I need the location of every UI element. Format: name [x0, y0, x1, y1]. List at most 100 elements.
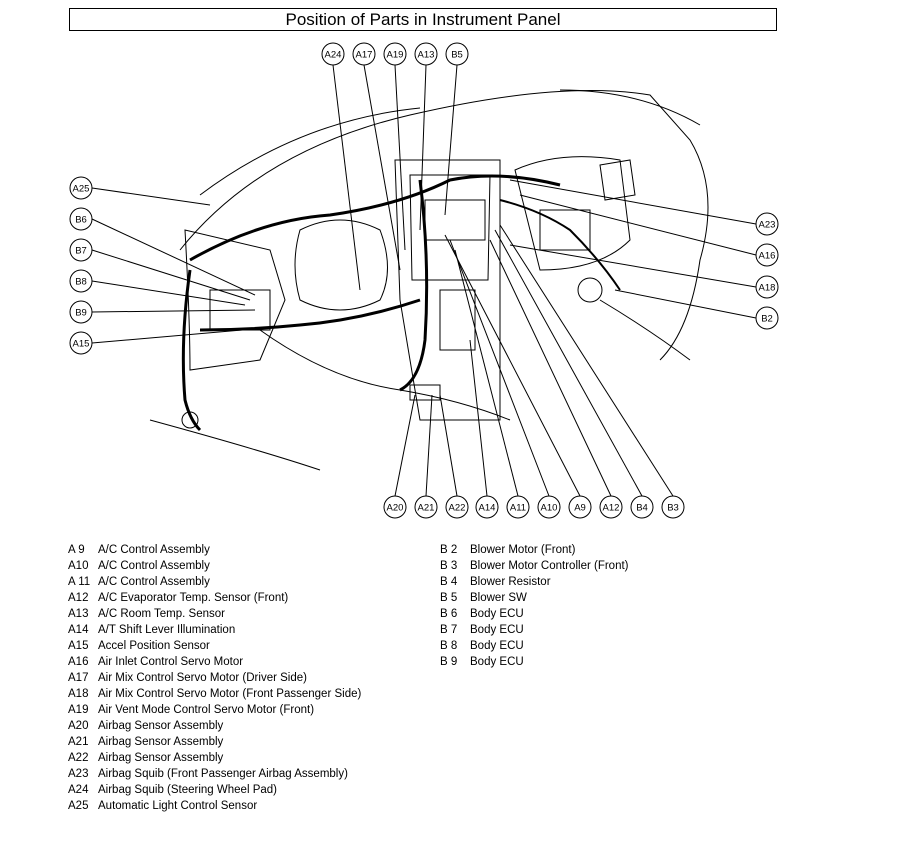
- legend-name: A/C Room Temp. Sensor: [98, 608, 225, 620]
- dash-outline: [179, 90, 709, 361]
- legend-name: Body ECU: [470, 640, 524, 652]
- callout-circle: [69, 269, 93, 293]
- leader-line-a18: [509, 244, 757, 288]
- leader-line-a24: [332, 64, 361, 291]
- callout-a17: A17: [352, 42, 376, 66]
- callout-a14: A14: [475, 495, 499, 519]
- leader-line-a16: [519, 194, 757, 256]
- right-bottom: [599, 299, 691, 361]
- legend-name: Air Mix Control Servo Motor (Front Passe…: [98, 688, 362, 700]
- legend-code: A13: [68, 608, 89, 620]
- leader-line-a22: [439, 394, 458, 497]
- callout-a21: A21: [414, 495, 438, 519]
- callout-b4: B4: [630, 495, 654, 519]
- leader-line-a9: [444, 234, 581, 497]
- harness-center: [399, 179, 429, 392]
- callout-label: A23: [759, 220, 776, 231]
- callout-a16: A16: [755, 243, 779, 267]
- leader-line-b2: [614, 289, 757, 319]
- callout-label: A20: [387, 503, 404, 514]
- callout-a24: A24: [321, 42, 345, 66]
- windshield-line-right: [559, 89, 701, 126]
- callout-circle: [69, 331, 93, 355]
- legend-name: Airbag Sensor Assembly: [98, 752, 224, 764]
- legend-code: A25: [68, 800, 89, 812]
- leader-line-b5: [444, 64, 458, 216]
- callout-label: A10: [541, 503, 558, 514]
- callout-label: A21: [418, 503, 435, 514]
- callout-label: A15: [73, 339, 90, 350]
- callout-label: A18: [759, 283, 776, 294]
- callout-label: A16: [759, 251, 776, 262]
- airbag-sensor-block: [409, 384, 441, 401]
- legend-item: A10 A/C Control Assembly: [68, 558, 361, 574]
- leader-line-a20: [394, 394, 416, 497]
- leader-line-a17: [363, 64, 401, 271]
- legend-item: A 11 A/C Control Assembly: [68, 574, 361, 590]
- legend-name: Airbag Squib (Front Passenger Airbag Ass…: [98, 768, 348, 780]
- callout-circle: [599, 495, 623, 519]
- legend-name: Airbag Sensor Assembly: [98, 720, 224, 732]
- callout-circle: [414, 42, 438, 66]
- legend-name: A/C Control Assembly: [98, 576, 210, 588]
- callout-circle: [321, 42, 345, 66]
- legend-name: Air Inlet Control Servo Motor: [98, 656, 244, 668]
- legend-code: A18: [68, 688, 89, 700]
- legend-name: Blower Motor (Front): [470, 544, 576, 556]
- callout-circle: [445, 495, 469, 519]
- legend-name: Blower Resistor: [470, 576, 551, 588]
- legend-code: A23: [68, 768, 89, 780]
- legend-code: A14: [68, 624, 89, 636]
- legend-name: A/C Control Assembly: [98, 560, 210, 572]
- callout-label: A12: [603, 503, 620, 514]
- callout-b8: B8: [69, 269, 93, 293]
- legend-item: B 9 Body ECU: [440, 654, 628, 670]
- legend-name: Blower Motor Controller (Front): [470, 560, 629, 572]
- legend-name: Body ECU: [470, 656, 524, 668]
- connector-block-center: [424, 199, 486, 241]
- callout-circle: [755, 243, 779, 267]
- leader-lines: [91, 64, 757, 497]
- leader-line-b8: [91, 280, 246, 306]
- steering-column: [294, 219, 388, 311]
- callout-label: B3: [667, 503, 679, 514]
- callout-circle: [661, 495, 685, 519]
- legend-item: A18 Air Mix Control Servo Motor (Front Pa…: [68, 686, 361, 702]
- leader-line-a15: [91, 324, 301, 344]
- leader-line-a10: [449, 239, 550, 497]
- legend-name: A/C Control Assembly: [98, 544, 210, 556]
- callout-circle: [69, 207, 93, 231]
- legend-name: Body ECU: [470, 608, 524, 620]
- leader-line-a14: [469, 339, 488, 497]
- legend-item: A25 Automatic Light Control Sensor: [68, 798, 361, 814]
- callout-label: A17: [356, 50, 373, 61]
- legend-code: A 11: [68, 576, 91, 588]
- callout-a22: A22: [445, 495, 469, 519]
- callout-label: A25: [73, 184, 90, 195]
- legend-item: A17 Air Mix Control Servo Motor (Driver S…: [68, 670, 361, 686]
- callout-label: B6: [75, 215, 87, 226]
- legend-code: B 9: [440, 656, 458, 668]
- shift-gate: [439, 289, 476, 351]
- accel-sensor: [181, 411, 199, 429]
- callout-b6: B6: [69, 207, 93, 231]
- callout-label: A11: [510, 503, 526, 514]
- legend-code: A24: [68, 784, 89, 796]
- legend-code: A17: [68, 672, 89, 684]
- legend-code: A10: [68, 560, 89, 572]
- legend-code: A 9: [68, 544, 85, 556]
- callout-circle: [475, 495, 499, 519]
- legend-name: Automatic Light Control Sensor: [98, 800, 258, 812]
- legend-code: A20: [68, 720, 89, 732]
- leader-line-b4: [494, 229, 643, 497]
- leader-line-b7: [91, 249, 251, 301]
- legend-name: Air Mix Control Servo Motor (Driver Side…: [98, 672, 307, 684]
